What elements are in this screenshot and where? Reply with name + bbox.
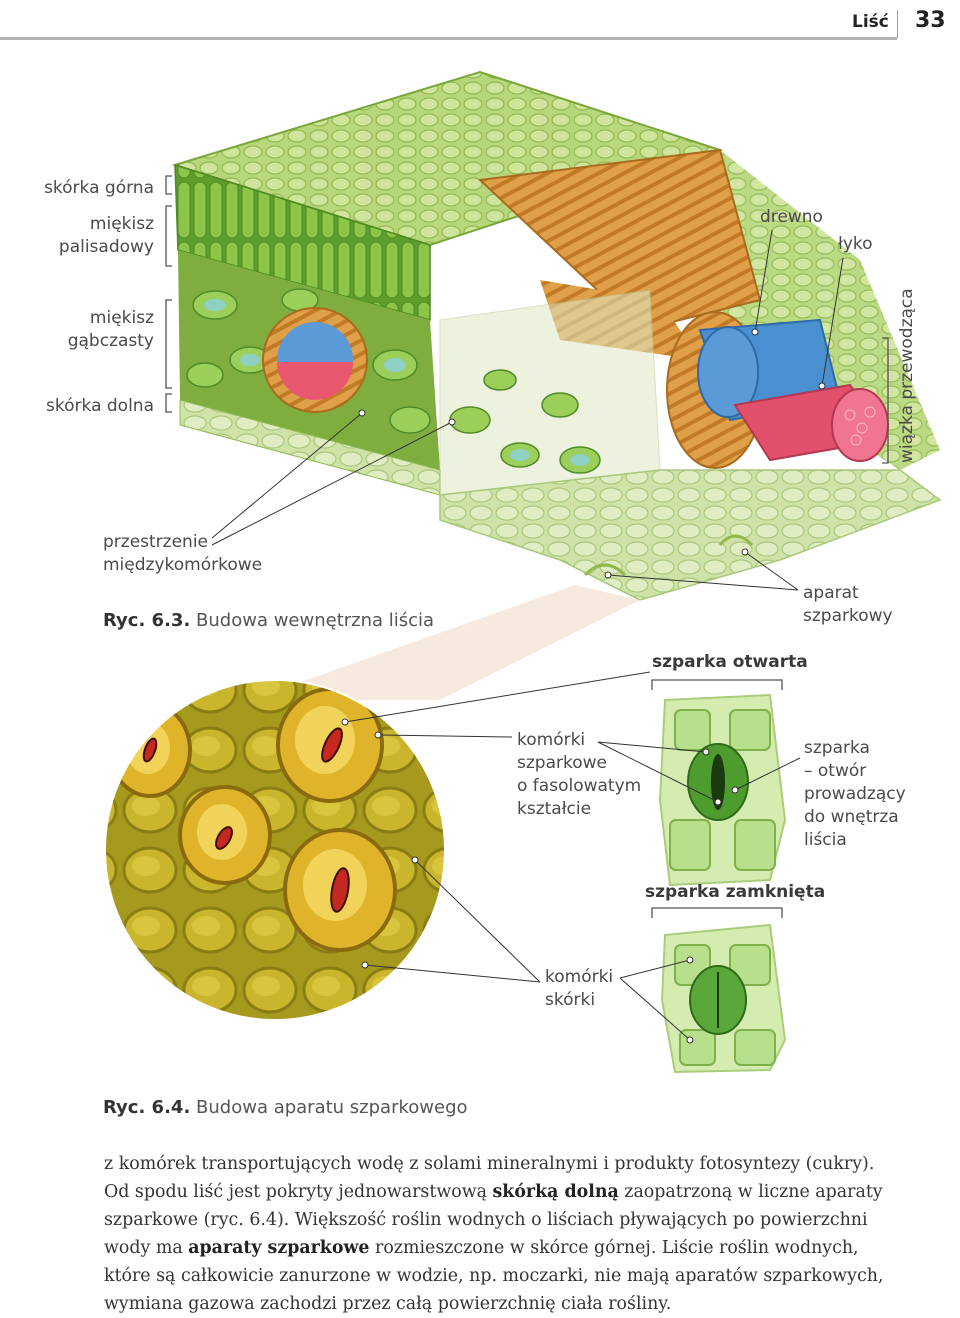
- label-lower-epidermis: skórka dolna: [46, 396, 154, 416]
- leaf-cross-section: [171, 70, 942, 601]
- page-number: 33: [915, 8, 946, 33]
- header-rule: [0, 37, 897, 40]
- closed-stoma-bracket: [651, 907, 783, 918]
- label-xylem: drewno: [760, 207, 823, 227]
- label-guard-cells-line2: szparkowe: [517, 753, 607, 773]
- figure2-caption-text: Budowa aparatu szparkowego: [196, 1097, 468, 1118]
- body-line-2a: Od spodu liść jest pokryty jednowarstwow…: [104, 1182, 493, 1202]
- label-pore-line4: do wnętrza: [804, 807, 899, 827]
- label-pore-line2: – otwór: [804, 761, 867, 781]
- bundle-bracket: [882, 337, 889, 464]
- figure1-caption-number: Ryc. 6.3.: [103, 610, 191, 631]
- magnify-cone: [250, 585, 640, 700]
- figure2-caption: Ryc. 6.4. Budowa aparatu szparkowego: [103, 1097, 468, 1118]
- body-line-2: Od spodu liść jest pokryty jednowarstwow…: [104, 1178, 904, 1206]
- body-line-6: wymiana gazowa zachodzi przez całą powie…: [104, 1294, 672, 1314]
- body-line-3: szparkowe (ryc. 6.4). Większość roślin w…: [104, 1210, 868, 1230]
- label-phloem: łyko: [838, 234, 873, 254]
- left-brackets: [165, 175, 172, 413]
- body-line-4c: rozmieszczone w skórce górnej. Liście ro…: [369, 1238, 859, 1258]
- header-separator: [897, 10, 898, 38]
- body-line-2c: zaopatrzoną w liczne aparaty: [618, 1182, 883, 1202]
- label-stomata-line1: aparat: [803, 583, 859, 603]
- open-stoma-bracket: [651, 679, 783, 690]
- label-guard-cells-line3: o fasolowatym: [517, 776, 642, 796]
- label-guard-cells-line4: kształcie: [517, 799, 592, 819]
- label-stomata-line2: szparkowy: [803, 606, 893, 626]
- label-epidermal-cells-line2: skórki: [545, 990, 596, 1010]
- leader-lines-fig2: [344, 671, 801, 1041]
- label-pore-line3: prowadzący: [804, 784, 906, 804]
- body-line-4: wody ma aparaty szparkowe rozmieszczone …: [104, 1234, 904, 1262]
- figure2-caption-number: Ryc. 6.4.: [103, 1097, 191, 1118]
- label-stoma-closed: szparka zamknięta: [645, 882, 826, 902]
- figure1-caption-text: Budowa wewnętrzna liścia: [196, 610, 435, 631]
- leader-lines-fig1: [211, 229, 844, 591]
- label-guard-cells-line1: komórki: [517, 730, 586, 750]
- term-stomata: aparaty szparkowe: [188, 1238, 370, 1258]
- label-spongy-line2: gąbczasty: [67, 331, 154, 351]
- label-intercellular-line2: międzykomórkowe: [103, 555, 263, 575]
- closed-stoma-drawing: [660, 923, 787, 1074]
- figure1-caption: Ryc. 6.3. Budowa wewnętrzna liścia: [103, 610, 434, 631]
- term-lower-epidermis: skórką dolną: [492, 1182, 619, 1202]
- body-line-1: z komórek transportujących wodę z solami…: [104, 1154, 875, 1174]
- open-stoma-drawing: [658, 693, 787, 887]
- label-pore-line5: liścia: [804, 830, 847, 850]
- body-line-4a: wody ma: [104, 1238, 189, 1258]
- body-paragraph: z komórek transportujących wodę z solami…: [104, 1150, 904, 1318]
- label-pore-line1: szparka: [804, 738, 870, 758]
- body-line-5: które są całkowicie zanurzone w wodzie, …: [104, 1266, 884, 1286]
- label-vascular-bundle: wiązka przewodząca: [897, 288, 917, 463]
- label-epidermal-cells-line1: komórki: [545, 967, 614, 987]
- sem-micrograph: [104, 679, 446, 1021]
- label-spongy-line1: miękisz: [89, 308, 154, 328]
- label-stoma-open: szparka otwarta: [652, 652, 808, 672]
- label-upper-epidermis: skórka górna: [44, 178, 154, 198]
- label-intercellular-line1: przestrzenie: [103, 532, 209, 552]
- chapter-title: Liść: [852, 12, 889, 32]
- label-palisade-line2: palisadowy: [58, 237, 154, 257]
- label-palisade-line1: miękisz: [89, 214, 154, 234]
